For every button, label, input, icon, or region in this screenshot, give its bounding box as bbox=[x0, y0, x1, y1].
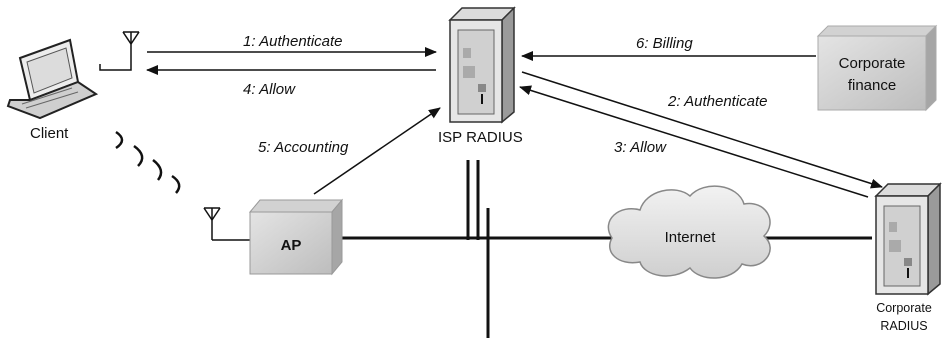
message-arrows bbox=[146, 47, 883, 198]
arrow-authenticate-2 bbox=[521, 71, 883, 189]
internet-cloud-icon bbox=[607, 185, 771, 279]
label-corporate-radius-line1: Corporate bbox=[876, 301, 932, 315]
label-billing-6: 6: Billing bbox=[636, 35, 693, 52]
ap-box bbox=[248, 198, 344, 276]
corporate-radius-server-icon bbox=[874, 182, 942, 296]
corporate-finance-box bbox=[816, 24, 938, 112]
ap-antenna-icon bbox=[203, 207, 250, 241]
isp-radius-server-icon bbox=[448, 6, 516, 124]
network-lines bbox=[340, 160, 872, 338]
label-ap: AP bbox=[281, 237, 302, 254]
label-allow-4: 4: Allow bbox=[243, 81, 296, 98]
label-corporate-finance-line1: Corporate bbox=[839, 55, 906, 72]
label-client: Client bbox=[30, 125, 69, 142]
label-corporate-radius-line2: RADIUS bbox=[880, 319, 927, 333]
label-allow-3: 3: Allow bbox=[614, 139, 667, 156]
label-isp-radius: ISP RADIUS bbox=[438, 129, 523, 146]
label-internet: Internet bbox=[665, 229, 717, 246]
arrow-allow-3 bbox=[519, 85, 869, 198]
client-antenna-icon bbox=[99, 31, 140, 71]
arrow-accounting-5 bbox=[313, 107, 441, 195]
label-authenticate-2: 2: Authenticate bbox=[667, 93, 768, 110]
radio-waves-icon bbox=[115, 130, 181, 194]
client-laptop-icon bbox=[6, 38, 99, 120]
label-accounting-5: 5: Accounting bbox=[258, 139, 349, 156]
label-corporate-finance-line2: finance bbox=[848, 77, 896, 94]
label-authenticate-1: 1: Authenticate bbox=[243, 33, 343, 50]
